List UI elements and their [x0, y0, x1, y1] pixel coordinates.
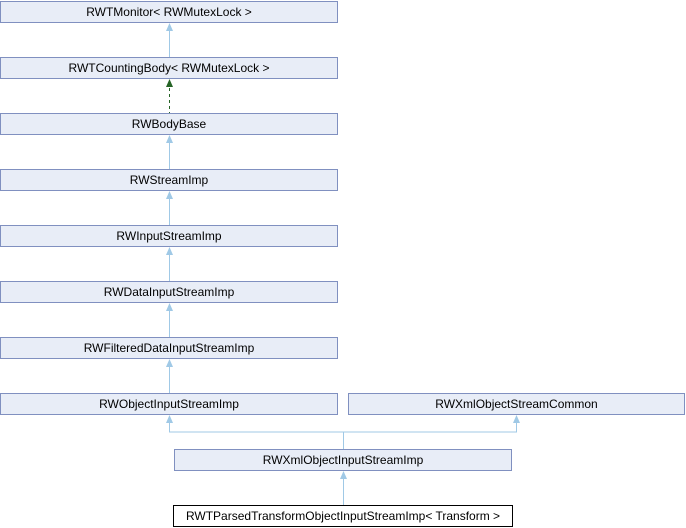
edge-rwobjectinputstreamimp-to-rwfiltereddatainputstreamimp [166, 359, 173, 393]
edge-rwxmlobjectinputstreamimp-to-parents [166, 415, 520, 449]
arrowhead-icon [340, 471, 347, 479]
class-node-rwfiltereddatainputstreamimp[interactable]: RWFilteredDataInputStreamImp [0, 337, 338, 359]
edge-rwfiltereddatainputstreamimp-to-rwdatainputstreamimp [166, 303, 173, 337]
class-node-rwstreamimp[interactable]: RWStreamImp [0, 169, 338, 191]
edge-rwdatainputstreamimp-to-rwinputstreamimp [166, 247, 173, 281]
class-node-rwinputstreamimp[interactable]: RWInputStreamImp [0, 225, 338, 247]
arrowhead-icon [166, 79, 173, 87]
class-node-rwxmlobjectinputstreamimp[interactable]: RWXmlObjectInputStreamImp [174, 449, 512, 471]
arrowhead-icon [166, 191, 173, 199]
class-node-rwtmonitor[interactable]: RWTMonitor< RWMutexLock > [0, 1, 338, 23]
arrowhead-icon [513, 415, 520, 423]
edge-rwstreamimp-to-rwbodybase [166, 135, 173, 169]
class-node-rwdatainputstreamimp[interactable]: RWDataInputStreamImp [0, 281, 338, 303]
edge-rwbodybase-to-rwtcountingbody [166, 79, 173, 113]
arrowhead-icon [166, 23, 173, 31]
edge-rwtparsedtransform-to-rwxmlobjectinputstreamimp [340, 471, 347, 505]
class-node-rwtcountingbody[interactable]: RWTCountingBody< RWMutexLock > [0, 57, 338, 79]
class-node-rwxmlobjectstreamcommon[interactable]: RWXmlObjectStreamCommon [348, 393, 685, 415]
class-node-rwobjectinputstreamimp[interactable]: RWObjectInputStreamImp [0, 393, 338, 415]
edge-line [169, 422, 517, 433]
arrowhead-icon [166, 135, 173, 143]
arrowhead-icon [166, 303, 173, 311]
class-node-rwtparsedtransformobjectinputstreamimp-current: RWTParsedTransformObjectInputStreamImp< … [173, 505, 513, 527]
edge-rwinputstreamimp-to-rwstreamimp [166, 191, 173, 225]
edge-rwtcountingbody-to-rwtmonitor [166, 23, 173, 57]
arrowhead-icon [166, 415, 173, 423]
arrowhead-icon [166, 359, 173, 367]
class-node-rwbodybase[interactable]: RWBodyBase [0, 113, 338, 135]
arrowhead-icon [166, 247, 173, 255]
